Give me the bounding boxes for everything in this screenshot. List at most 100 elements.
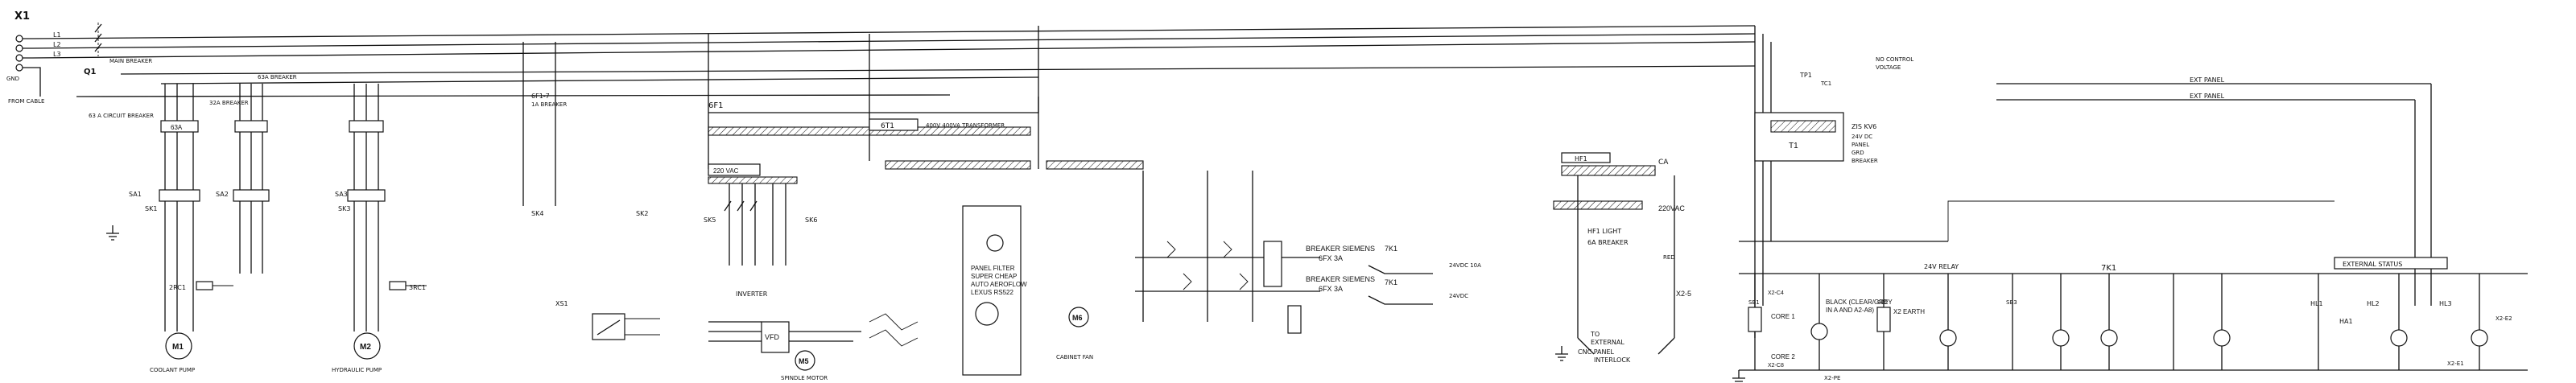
m2-label: M2 bbox=[360, 343, 371, 352]
gf1-caption: 6F1-7 bbox=[531, 93, 550, 100]
hl2-label: HL2 bbox=[2367, 300, 2380, 307]
control-transformer-6t1: 6F1 6F1-7 1A BREAKER 6T1 400V 400VA TRAN… bbox=[522, 26, 1144, 206]
bottom-right-label-2: X2-E2 bbox=[2496, 315, 2512, 322]
black-wire-note-1: BLACK (CLEAR/GREY bbox=[1826, 299, 1893, 306]
spindle-motor-caption: SPINDLE MOTOR bbox=[781, 375, 828, 381]
right-panel-label: EXTERNAL STATUS bbox=[2343, 261, 2402, 268]
sk5-label: SK5 bbox=[704, 216, 716, 224]
breaker-top-line-1: BREAKER SIEMENS bbox=[1306, 245, 1375, 253]
panel-filter: PANEL FILTER SUPER CHEAP AUTO AEROFLOW L… bbox=[962, 205, 1093, 376]
to-text-4: INTERLOCK bbox=[1594, 356, 1631, 364]
right-tc1-label: TC1 bbox=[1820, 80, 1831, 87]
panel-filter-line-4: LEXUS RS522 bbox=[971, 289, 1013, 296]
x1-label: X1 bbox=[14, 10, 30, 23]
xs2-label: X2-5 bbox=[1676, 290, 1691, 298]
sbr-bank-3: SB3 bbox=[2006, 299, 2017, 306]
k3-label: X2-C8 bbox=[1768, 363, 1784, 369]
inverter-vfd: VFD INVERTER M5 SPINDLE MOTOR bbox=[708, 290, 919, 381]
panel-filter-line-1: PANEL FILTER bbox=[971, 265, 1015, 272]
right-note-3: PANEL bbox=[1852, 142, 1869, 148]
gf1-note: 1A BREAKER bbox=[531, 101, 567, 108]
contactor-coils: 2RC1 3RC1 bbox=[169, 281, 427, 291]
ha1-label: HA1 bbox=[2339, 318, 2353, 325]
right-note-1: ZIS KV6 bbox=[1852, 123, 1876, 130]
k2-label: X2-C4 bbox=[1768, 290, 1784, 296]
red-label: RED bbox=[1663, 254, 1675, 261]
hf1-caption: HF1 LIGHT bbox=[1587, 228, 1621, 235]
to-text-2: EXTERNAL bbox=[1591, 339, 1624, 346]
control-transformer-label: 220VAC bbox=[1658, 204, 1685, 212]
status-lamps: SB1 SB2 SB3 BLACK (CLEAR/GREY IN A AND A… bbox=[1739, 274, 2528, 381]
gt1-label: 6T1 bbox=[881, 122, 894, 130]
fan-motor-caption: CABINET FAN bbox=[1056, 354, 1093, 360]
m1-label: M1 bbox=[172, 343, 184, 352]
l2-label: L2 bbox=[53, 41, 61, 48]
ground-symbols bbox=[106, 225, 1745, 382]
sk6-label: SK6 bbox=[805, 216, 817, 224]
inverter-title: INVERTER bbox=[736, 290, 768, 298]
pe-foot-label: X2-PE bbox=[1824, 375, 1840, 381]
sa2-label: SA2 bbox=[216, 191, 229, 198]
top-right-text-1: NO CONTROL bbox=[1876, 56, 1913, 63]
panel-filter-line-3: AUTO AEROFLOW bbox=[971, 281, 1027, 288]
fuse-box-a: 63A bbox=[171, 124, 183, 131]
m1-caption: COOLANT PUMP bbox=[150, 367, 195, 373]
control-panel-right: TP1 TC1 NO CONTROL VOLTAGE T1 ZIS KV6 24… bbox=[1739, 56, 2528, 274]
earth-note: X2 EARTH bbox=[1893, 308, 1925, 315]
ps-caption: 24VDC 10A bbox=[1449, 262, 1481, 269]
breaker-bottom-line-3: 7K1 bbox=[1385, 278, 1397, 286]
motor-m1: M1 COOLANT PUMP bbox=[150, 274, 195, 373]
bus-label-2: EXT PANEL bbox=[2190, 93, 2225, 100]
ca-label: CA bbox=[1658, 159, 1669, 167]
x1-input-terminal: X1 L1 L2 L3 GND FROM CABLE bbox=[6, 10, 61, 105]
hf1-label: HF1 bbox=[1575, 155, 1587, 163]
dc-supply-section: BREAKER SIEMENS 6FX 3A 7K1 BREAKER SIEME… bbox=[1135, 171, 1481, 334]
to-text-1: TO bbox=[1590, 331, 1600, 338]
hf1-lighting-circuit: HF1 220VAC HF1 LIGHT 6A BREAKER RED X2-5… bbox=[1553, 152, 1691, 364]
socket-group: SK4 SK5 SK6 SK2 bbox=[531, 183, 817, 266]
meter-display: XS1 bbox=[555, 300, 660, 340]
right-note-2: 24V DC bbox=[1852, 134, 1872, 140]
breaker-top-line-3: 7K1 bbox=[1385, 245, 1397, 253]
panel-filter-line-2: SUPER CHEAP bbox=[971, 273, 1017, 280]
gf1-label: 6F1 bbox=[708, 101, 723, 110]
motor-m2: M2 HYDRAULIC PUMP bbox=[332, 274, 382, 373]
relay-bank-caption: 24V RELAY bbox=[1924, 263, 1959, 270]
main-breaker-q1: Q1 MAIN BREAKER 63 A CIRCUIT BREAKER bbox=[84, 23, 154, 119]
breaker-bottom-line-1: BREAKER SIEMENS bbox=[1306, 275, 1375, 283]
top-bus-lines bbox=[31, 25, 2432, 338]
q1-label: Q1 bbox=[84, 68, 97, 76]
breaker-top-line-2: 6FX 3A bbox=[1319, 254, 1343, 262]
bus-label-1: EXT PANEL bbox=[2190, 76, 2225, 84]
fuse-a-caption: 63A BREAKER bbox=[258, 74, 297, 80]
right-note-5: BREAKER bbox=[1852, 158, 1878, 164]
xs-label: XS1 bbox=[555, 300, 568, 307]
right-box-label: T1 bbox=[1789, 142, 1798, 150]
l3-label: L3 bbox=[53, 51, 61, 58]
psu-box-label: 24VDC bbox=[1449, 293, 1468, 299]
gt1-caption: 400V 400VA TRANSFORMER bbox=[926, 122, 1005, 129]
sk4-label: SK4 bbox=[531, 210, 543, 217]
sbr-bank-2: SB2 bbox=[1877, 299, 1889, 306]
relay-bank-label: 7K1 bbox=[2101, 264, 2116, 273]
sbr-bank-1: SB1 bbox=[1748, 299, 1760, 306]
sa1-label: SA1 bbox=[129, 191, 142, 198]
fuse-b-caption: 32A BREAKER bbox=[209, 100, 249, 106]
gnd-legend: GND bbox=[6, 76, 19, 82]
top-right-text-2: VOLTAGE bbox=[1876, 64, 1901, 71]
core-1-label: CORE 1 bbox=[1771, 313, 1795, 320]
hl1-label: HL1 bbox=[2310, 300, 2323, 307]
sk2-label: SK2 bbox=[636, 210, 648, 217]
sa3-label: SA3 bbox=[335, 191, 348, 198]
m2-caption: HYDRAULIC PUMP bbox=[332, 367, 382, 373]
main-breaker-label: MAIN BREAKER bbox=[109, 58, 152, 64]
core-2-label: CORE 2 bbox=[1771, 353, 1795, 360]
q1-caption: 63 A CIRCUIT BREAKER bbox=[89, 113, 154, 119]
right-note-4: GRD bbox=[1852, 150, 1864, 156]
hf1-caption-b: 6A BREAKER bbox=[1587, 239, 1629, 246]
motor-breakers: 63A 63A BREAKER 32A BREAKER SA1 SA2 SA3 … bbox=[129, 74, 386, 274]
l1-label: L1 bbox=[53, 31, 61, 39]
spindle-motor-label: M5 bbox=[799, 357, 809, 365]
hl3-label: HL3 bbox=[2439, 300, 2452, 307]
